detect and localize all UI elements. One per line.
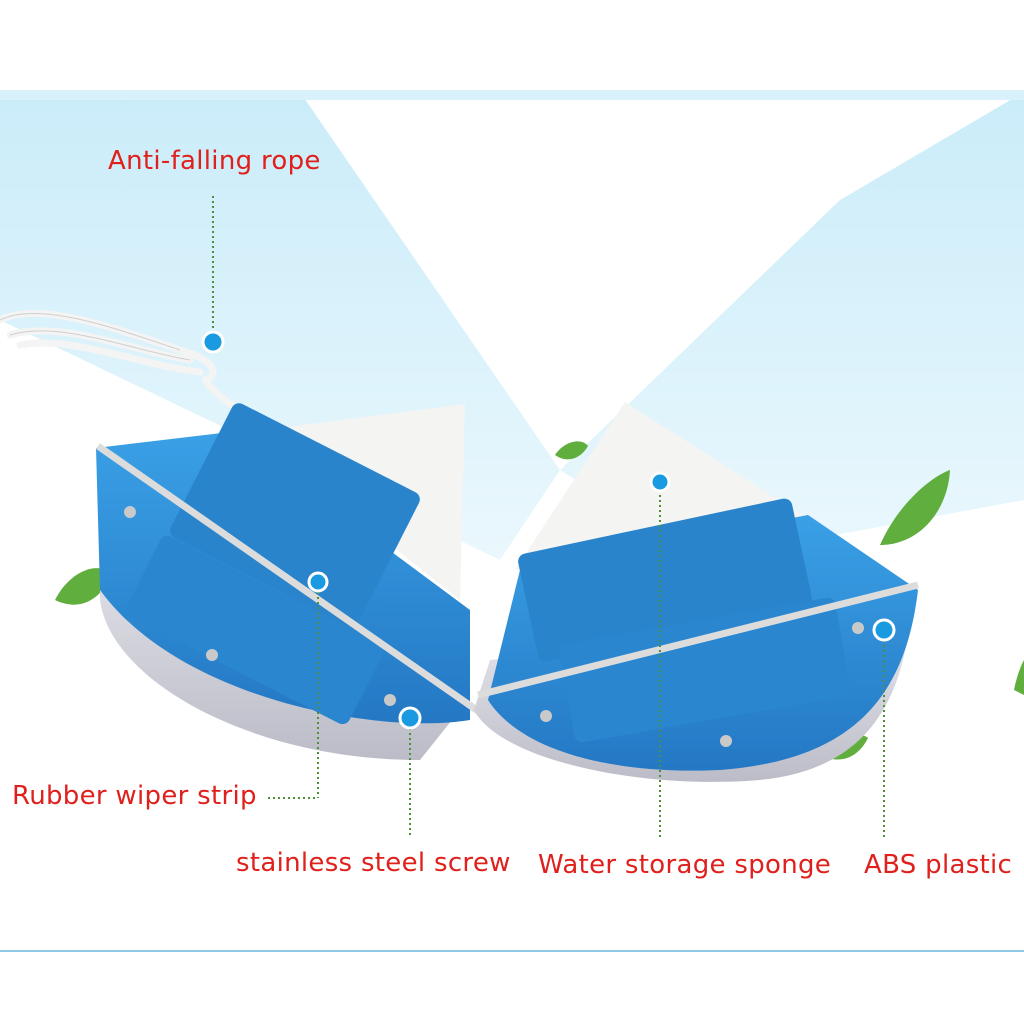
leader-lines — [212, 196, 885, 840]
label-anti-falling-rope: Anti-falling rope — [108, 146, 321, 176]
abs-marker — [872, 618, 896, 642]
label-abs-plastic: ABS plastic — [864, 850, 1013, 880]
rope-marker — [201, 330, 225, 354]
screw-marker — [398, 706, 422, 730]
label-water-storage-sponge: Water storage sponge — [538, 850, 832, 880]
label-rubber-wiper-strip: Rubber wiper strip — [12, 781, 257, 811]
bottom-divider — [0, 950, 1024, 952]
left-cleaner-unit — [95, 403, 491, 760]
background-band-top — [0, 90, 1024, 100]
sponge-marker — [649, 471, 671, 493]
marker-dots — [201, 330, 896, 730]
wiper-marker — [307, 571, 329, 593]
label-stainless-steel-screw: stainless steel screw — [236, 848, 511, 878]
